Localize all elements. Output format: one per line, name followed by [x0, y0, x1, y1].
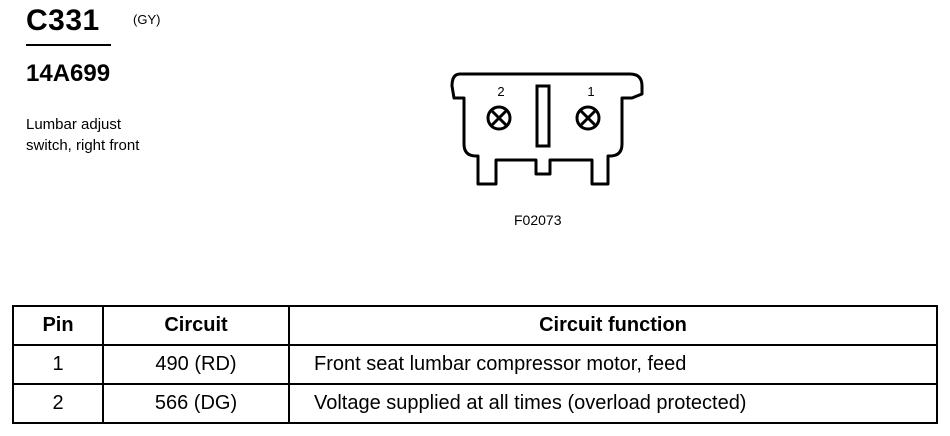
component-description: Lumbar adjust switch, right front [26, 114, 139, 156]
circuit-cell: 566 (DG) [102, 383, 290, 424]
description-line: switch, right front [26, 137, 140, 154]
connector-id: C331 [26, 4, 100, 37]
column-header-circuit-function: Circuit function [288, 305, 938, 346]
figure-id: F02073 [514, 212, 562, 228]
circuit-function-cell: Voltage supplied at all times (overload … [288, 383, 938, 424]
pin-1-terminal-icon [575, 105, 601, 131]
table-header-row: Pin Circuit Circuit function [12, 305, 938, 346]
center-key-slot [535, 84, 551, 148]
connector-id-underline [26, 44, 111, 46]
pin-cell: 1 [12, 344, 104, 385]
circuit-cell: 490 (RD) [102, 344, 290, 385]
connector-face-diagram: 2 1 [450, 72, 644, 186]
circuit-function-cell: Front seat lumbar compressor motor, feed [288, 344, 938, 385]
table-row: 1 490 (RD) Front seat lumbar compressor … [12, 344, 938, 385]
column-header-pin: Pin [12, 305, 104, 346]
pin-2-terminal-icon [486, 105, 512, 131]
part-number: 14A699 [26, 60, 111, 87]
column-header-circuit: Circuit [102, 305, 290, 346]
pin-cell: 2 [12, 383, 104, 424]
pin-label: 1 [587, 84, 594, 99]
wire-color: (GY) [133, 12, 161, 27]
pin-label: 2 [497, 84, 504, 99]
description-line: Lumbar adjust [26, 116, 122, 133]
connector-body [450, 72, 644, 186]
table-row: 2 566 (DG) Voltage supplied at all times… [12, 383, 938, 424]
pin-table: Pin Circuit Circuit function 1 490 (RD) … [12, 305, 938, 424]
